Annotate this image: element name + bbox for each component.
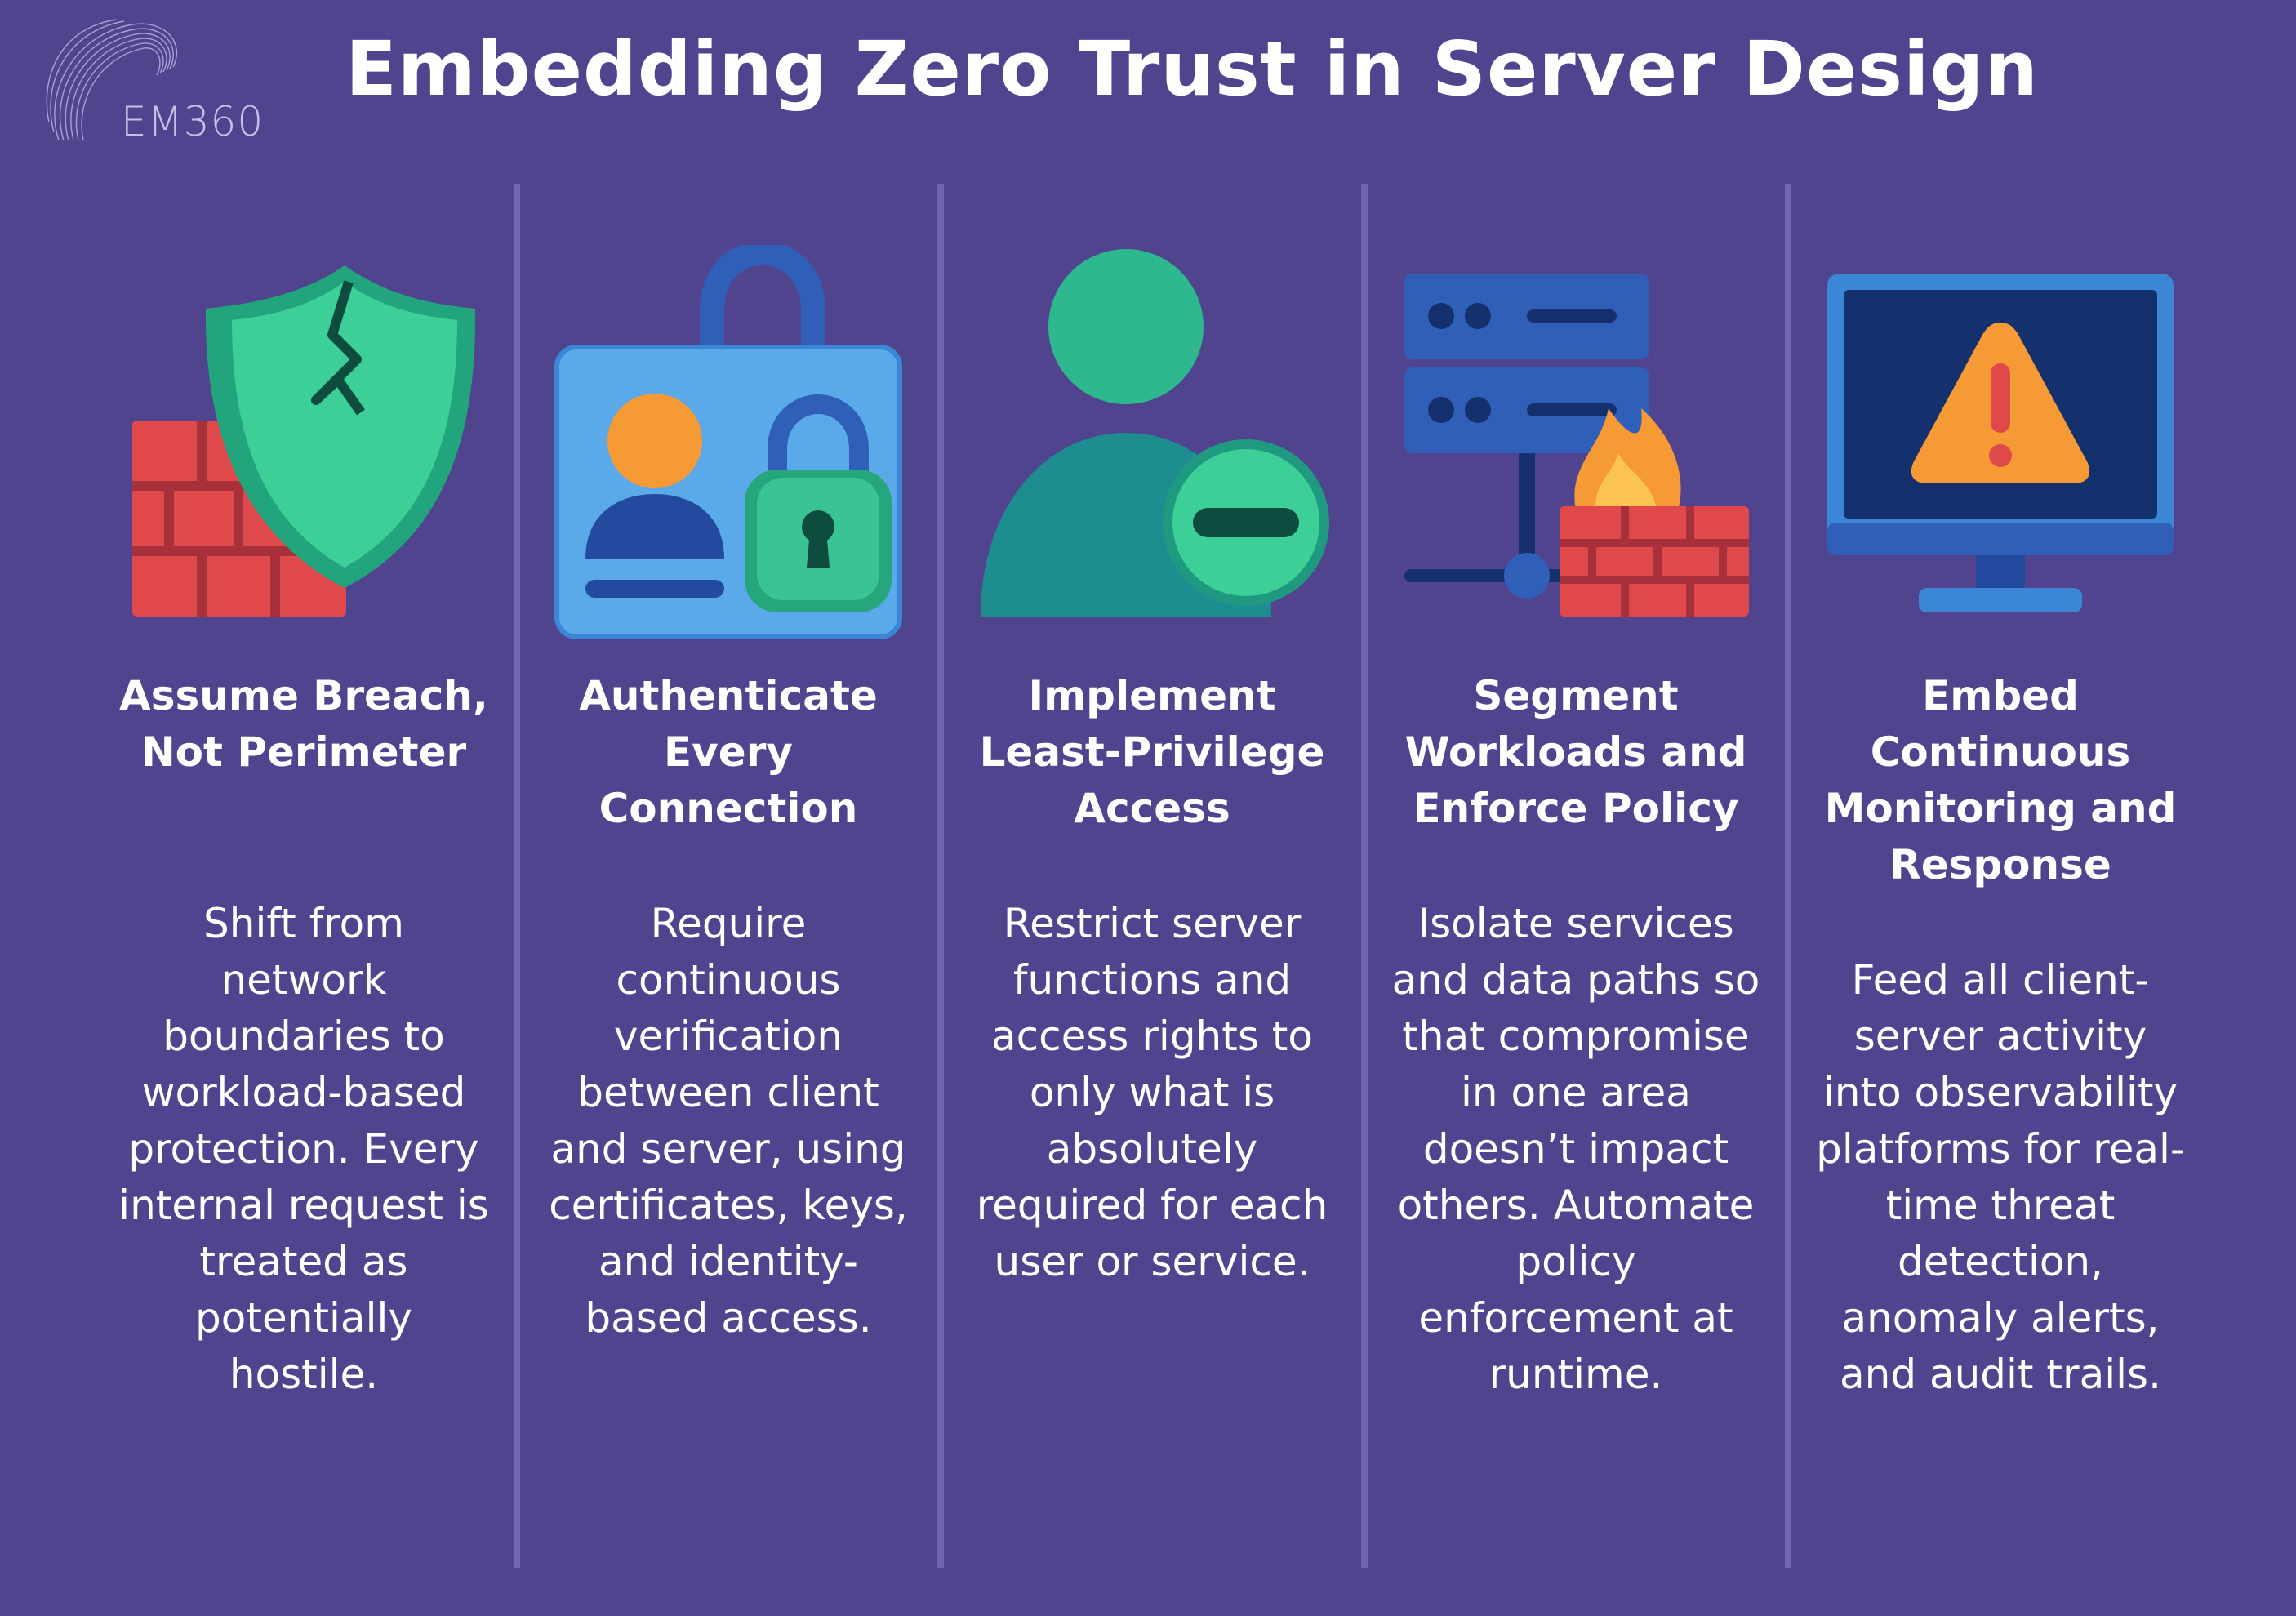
column-description: Restrict server functions and access rig… [976, 900, 1328, 1285]
column-divider [937, 184, 944, 1568]
column-description: Feed all client-server activity into obs… [1816, 956, 2185, 1398]
column-divider [1361, 184, 1368, 1568]
em360-logo: EM360 [42, 18, 287, 157]
column-divider [1785, 184, 1791, 1568]
column-description: Isolate services and data paths so that … [1391, 900, 1760, 1398]
column-title: Implement Least-Privilege Access [979, 672, 1325, 832]
column-description: Require continuous verification between … [549, 900, 908, 1342]
user-minus-icon [981, 249, 1329, 617]
shield-firewall-icon [132, 265, 476, 617]
page-title: Embedding Zero Trust in Server Design [345, 25, 2039, 113]
id-card-lock-icon [554, 245, 902, 639]
server-firewall-icon [1404, 274, 1749, 617]
logo-swirl-icon [46, 19, 178, 141]
column-title: Segment Workloads and Enforce Policy [1404, 672, 1747, 832]
column-description: Shift from network boundaries to workloa… [118, 900, 489, 1398]
column-title: Assume Breach, Not Perimeter [119, 672, 488, 776]
column-divider [514, 184, 520, 1568]
column-title: Authenticate Every Connection [579, 672, 878, 832]
column-title: Embed Continuous Monitoring and Response [1824, 672, 2177, 888]
monitor-warning-icon [1827, 274, 2174, 612]
logo-text: EM360 [121, 98, 265, 145]
